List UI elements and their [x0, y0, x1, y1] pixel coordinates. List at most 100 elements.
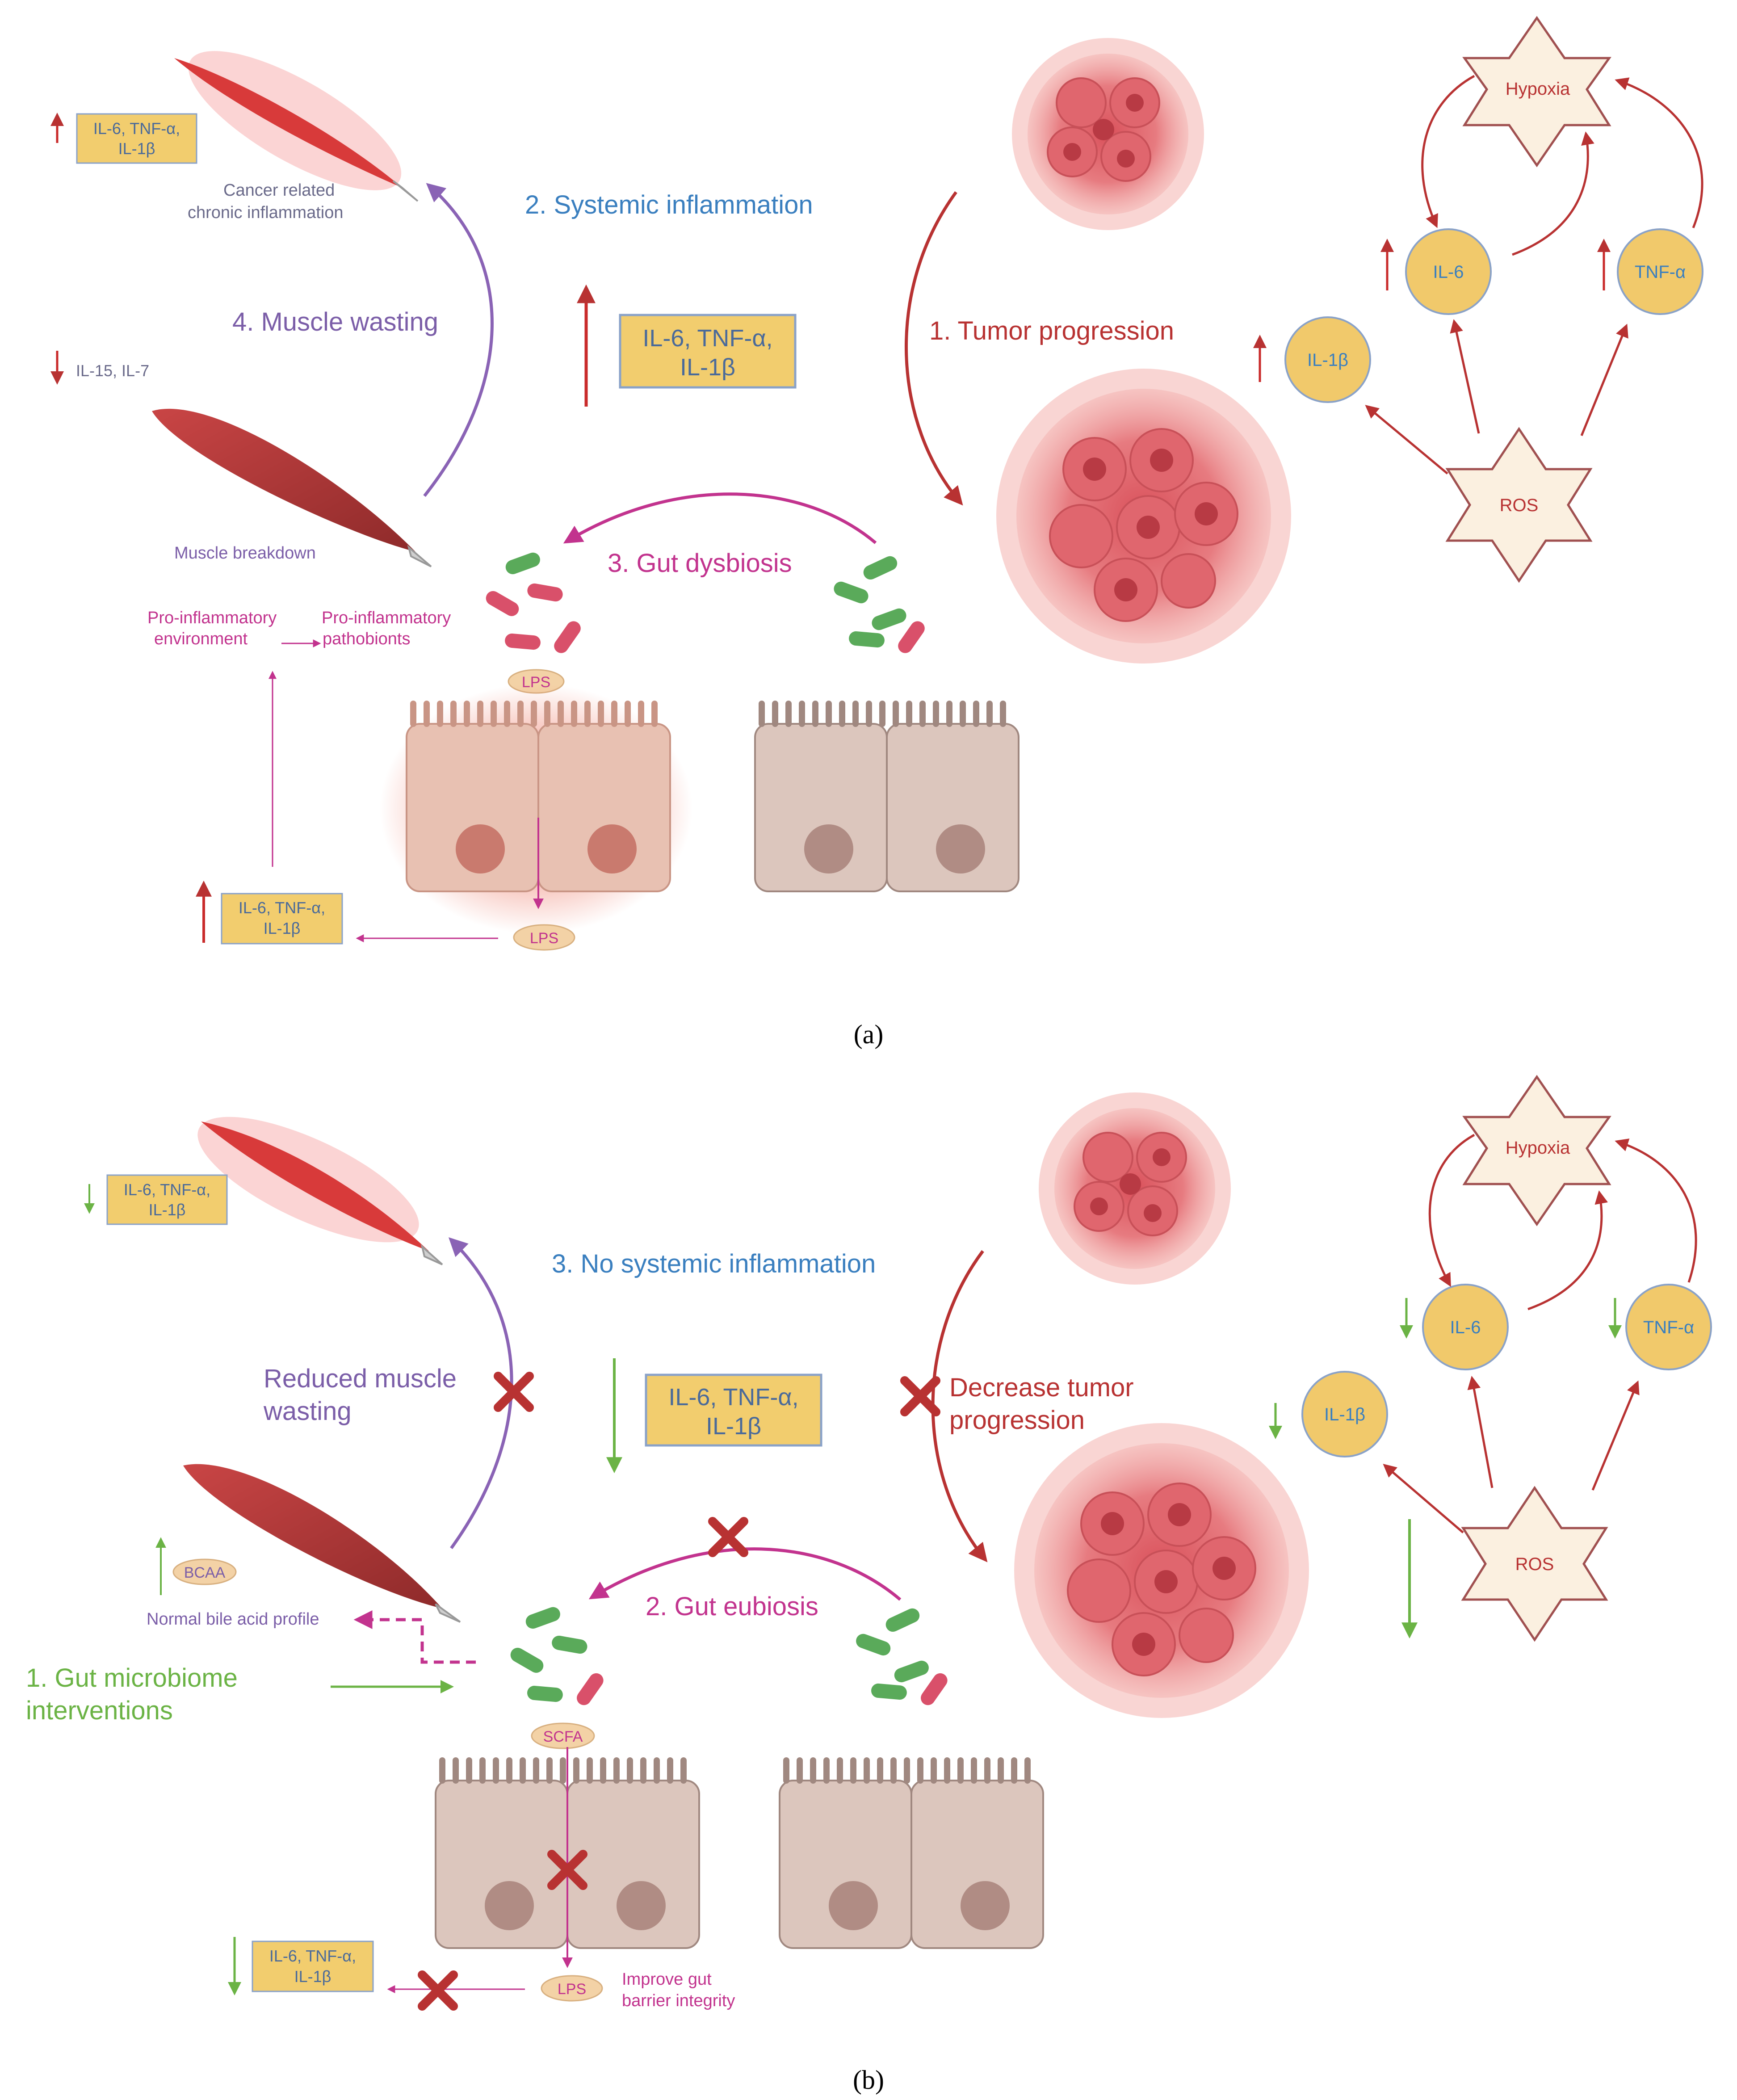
lps-bottom-label: LPS: [530, 930, 558, 947]
proinflam-path-label-1: Pro-inflammatory: [322, 609, 451, 627]
cytokine-text: IL-1β: [118, 139, 155, 158]
bacteria-icon: [856, 1608, 948, 1705]
lps-bottom-badge: [513, 924, 575, 951]
muscle-icon: [183, 1464, 461, 1623]
il6-label: IL-6: [1433, 262, 1464, 282]
cytokine-network-a: Hypoxia IL-6 TNF-α IL-1β ROS: [1253, 16, 1703, 583]
gut-cells-healthy: [779, 1757, 1044, 1949]
cytokine-text: IL-1β: [680, 354, 735, 381]
gut-eubiosis-arrow: [588, 1547, 902, 1601]
cytokine-text: IL-1β: [264, 919, 301, 937]
tumor-large-icon: [996, 369, 1291, 664]
il6-node: [1422, 1284, 1509, 1370]
tumor-small-icon: [1039, 1092, 1231, 1285]
star-icon: [1461, 1486, 1608, 1642]
cytokine-text: IL-6, TNF-α,: [93, 119, 180, 138]
panel-a: Cancer related chronic inflammation IL-6…: [50, 16, 1703, 1049]
step-systemic-inflammation: 2. Systemic inflammation: [525, 190, 813, 219]
cytokine-text: IL-1β: [706, 1413, 761, 1440]
tumor-large-icon: [1014, 1423, 1309, 1718]
caption-a: (a): [854, 1020, 884, 1049]
muscle-wasting-arrow: [448, 1237, 513, 1550]
block-x-icon: [900, 1376, 940, 1416]
bcaa-badge: [172, 1558, 237, 1585]
proinflam-env-label-2: environment: [154, 630, 248, 648]
star-icon: [1462, 16, 1611, 168]
tnf-label: TNF-α: [1643, 1318, 1694, 1337]
tnf-node: [1617, 228, 1703, 315]
bile-acid-dashed-arrow: [353, 1610, 476, 1664]
cytokine-text: IL-6, TNF-α,: [124, 1180, 210, 1199]
cytokine-text: IL-1β: [149, 1201, 186, 1219]
step-no-systemic-inflammation: 3. No systemic inflammation: [552, 1249, 876, 1278]
muscle-icon: [152, 408, 432, 567]
muscle-inflamed-icon: [197, 1117, 443, 1265]
cytokine-box-blood-a: [221, 893, 343, 945]
step-tumor-label-2: progression: [949, 1406, 1085, 1435]
tumor-small-icon: [1012, 38, 1204, 230]
gut-cells-healthy: [435, 1747, 700, 1968]
lps-label: LPS: [558, 1981, 586, 1998]
tnf-node: [1625, 1284, 1712, 1370]
cytokine-box-muscle-b: [106, 1174, 228, 1225]
block-x-icon: [418, 1970, 458, 2011]
muscle-inflamed-icon: [174, 51, 419, 202]
il1b-node: [1284, 316, 1371, 403]
step-gut-dysbiosis: 3. Gut dysbiosis: [608, 549, 792, 578]
proinflam-path-label-2: pathobionts: [323, 630, 411, 648]
tumor-progression-arrow: [931, 1250, 988, 1562]
scfa-label: SCFA: [543, 1728, 583, 1745]
tumor-progression-arrow: [905, 191, 963, 506]
lps-badge: [541, 1975, 603, 2002]
hypoxia-label: Hypoxia: [1506, 79, 1570, 99]
bacteria-icon: [834, 556, 925, 653]
cytokine-box-center-a: [619, 314, 797, 389]
muscle-down-label: IL-15, IL-7: [76, 361, 149, 380]
il1b-label: IL-1β: [1324, 1405, 1365, 1424]
gut-dysbiosis-arrow: [563, 492, 877, 544]
bacteria-pathobionts-icon: [486, 552, 581, 653]
star-icon: [1462, 1075, 1611, 1226]
step-interventions-1: 1. Gut microbiome: [26, 1663, 238, 1693]
gut-cells-inflamed: [380, 684, 692, 934]
step-interventions-2: interventions: [26, 1696, 173, 1725]
cytokine-text: IL-6, TNF-α,: [269, 1947, 356, 1965]
block-x-icon: [547, 1850, 587, 1890]
step-muscle-label-2: wasting: [263, 1397, 352, 1426]
step-tumor-progression: 1. Tumor progression: [929, 316, 1174, 345]
star-icon: [1445, 427, 1593, 583]
step-muscle-wasting: 4. Muscle wasting: [232, 307, 438, 336]
muscle-breakdown-label: Muscle breakdown: [174, 544, 316, 563]
step-gut-eubiosis: 2. Gut eubiosis: [646, 1592, 818, 1621]
cytokine-box-muscle-a: [76, 113, 197, 164]
barrier-label-2: barrier integrity: [622, 1991, 735, 2010]
cytokine-text: IL-6, TNF-α,: [239, 899, 325, 917]
cytokine-text: IL-1β: [294, 1967, 331, 1986]
block-x-icon: [708, 1517, 748, 1557]
muscle-top-label-2: chronic inflammation: [188, 203, 343, 222]
cytokine-box-center-b: [645, 1373, 822, 1447]
barrier-label-1: Improve gut: [622, 1970, 712, 1989]
panel-b: IL-6, TNF-α, IL-1β Reduced muscle wastin…: [26, 1075, 1712, 2095]
scfa-badge: [531, 1722, 595, 1749]
tnf-label: TNF-α: [1635, 262, 1686, 282]
proinflam-env-label-1: Pro-inflammatory: [147, 609, 277, 627]
il1b-node: [1301, 1371, 1388, 1457]
il1b-label: IL-1β: [1307, 350, 1348, 370]
caption-b: (b): [853, 2065, 884, 2095]
cytokine-text: IL-6, TNF-α,: [668, 1384, 798, 1411]
bacteria-icon: [510, 1607, 604, 1705]
hypoxia-label: Hypoxia: [1506, 1138, 1570, 1158]
ros-label: ROS: [1515, 1554, 1554, 1574]
il6-node: [1405, 228, 1492, 315]
bile-acid-label: Normal bile acid profile: [147, 1610, 319, 1629]
cytokine-text: IL-6, TNF-α,: [642, 325, 772, 352]
step-tumor-label-1: Decrease tumor: [949, 1373, 1134, 1402]
muscle-wasting-arrow: [423, 183, 494, 497]
ros-label: ROS: [1500, 496, 1539, 515]
cytokine-box-blood-b: [252, 1940, 374, 1992]
bcaa-label: BCAA: [184, 1564, 226, 1581]
block-x-icon: [494, 1372, 534, 1412]
muscle-top-label-1: Cancer related: [223, 181, 335, 200]
il6-label: IL-6: [1450, 1318, 1481, 1337]
